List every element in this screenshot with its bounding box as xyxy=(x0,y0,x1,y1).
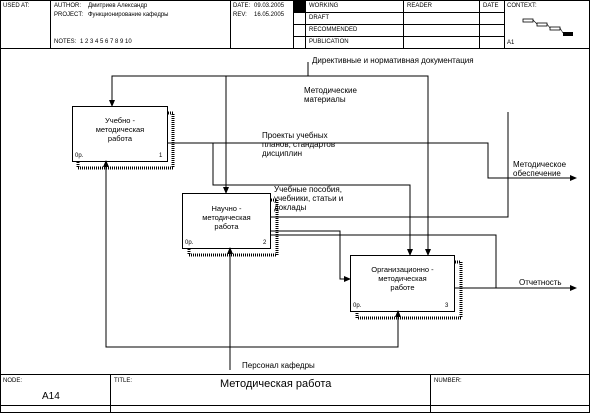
box-1-frame xyxy=(72,106,175,170)
diagram-arrows xyxy=(103,62,577,370)
date-label: DATE: xyxy=(233,3,251,9)
arrow-reporting-branch xyxy=(270,234,577,291)
arrow-directives-box1 xyxy=(109,62,309,107)
arrow-method-materials xyxy=(212,143,413,256)
rev-label: REV: xyxy=(233,12,247,18)
reader-label: READER xyxy=(407,3,433,9)
author-label: AUTHOR: xyxy=(54,3,81,9)
arrow-staff-box3 xyxy=(230,310,401,348)
arrow-staff-box1 xyxy=(103,160,230,348)
project-value: Функционирование кафедры xyxy=(88,12,169,18)
status-working: WORKING xyxy=(309,3,339,9)
box-3-frame xyxy=(350,255,463,320)
label-staff: Персонал кафедры xyxy=(242,361,315,370)
author-value: Дмитриев Александр xyxy=(88,3,148,9)
context-label: CONTEXT: xyxy=(507,3,537,9)
arrow-textbooks xyxy=(270,178,509,218)
working-checkbox xyxy=(294,1,305,12)
label-directives: Директивные и нормативная документация xyxy=(312,56,474,65)
box-2-frame xyxy=(182,193,279,257)
used-at-label: USED AT: xyxy=(3,3,30,9)
box-1-number: 1 xyxy=(159,153,163,159)
arrow-projects xyxy=(167,142,577,181)
label-reporting: Отчетность xyxy=(519,278,562,287)
box-3-code: 0р. xyxy=(353,303,362,309)
context-node: A1 xyxy=(507,40,515,46)
status-recommended: RECOMMENDED xyxy=(309,27,358,33)
box-2-code: 0р. xyxy=(185,240,194,246)
box-2-number: 2 xyxy=(263,240,267,246)
box-1-code: 0р. xyxy=(75,153,84,159)
notes-value: 1 2 3 4 5 6 7 8 9 10 xyxy=(80,39,132,45)
title-label: TITLE: xyxy=(114,378,133,384)
number-label: NUMBER: xyxy=(434,378,462,384)
status-draft: DRAFT xyxy=(309,15,329,21)
project-label: PROJECT: xyxy=(54,12,84,18)
box-3-number: 3 xyxy=(445,303,449,309)
reader-date-label: DATE xyxy=(483,3,499,9)
arrow-box2-box3 xyxy=(270,230,351,282)
diagram-title: Методическая работа xyxy=(220,378,332,390)
node-label: NODE: xyxy=(3,378,23,384)
status-publication: PUBLICATION xyxy=(309,39,349,45)
rev-value: 16.05.2005 xyxy=(254,12,285,18)
date-value: 09.03.2005 xyxy=(254,3,285,9)
notes-label: NOTES: xyxy=(54,39,77,45)
context-thumbnail xyxy=(522,18,573,36)
node-value: A14 xyxy=(42,391,60,402)
arrow-directives-box3 xyxy=(308,75,431,256)
